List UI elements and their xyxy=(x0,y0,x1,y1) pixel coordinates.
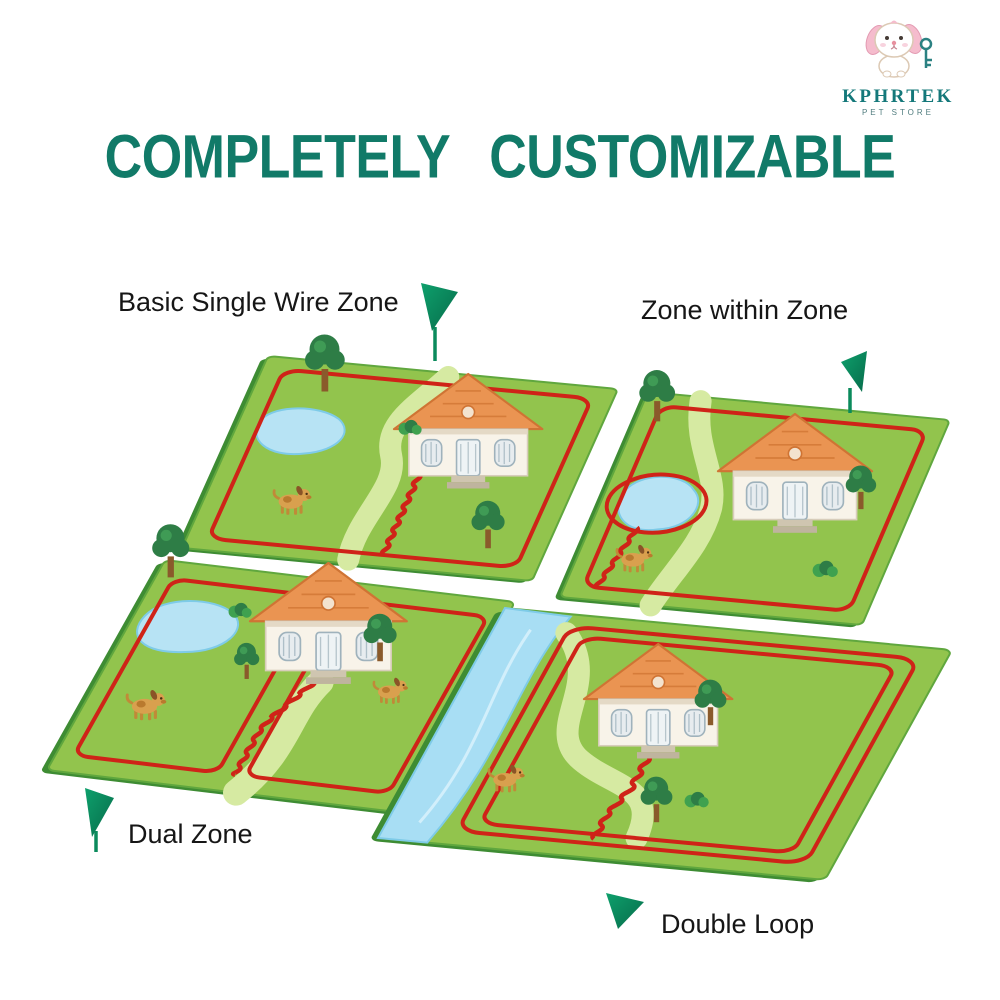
walkway xyxy=(236,679,321,795)
label-basic-single-wire-zone: Basic Single Wire Zone xyxy=(118,287,399,317)
twisted-wire-feed xyxy=(591,756,651,840)
twisted-wire-feed xyxy=(381,474,421,555)
twisted-wire-feed xyxy=(233,678,316,778)
flag-icon xyxy=(421,283,458,361)
flag-icon xyxy=(85,788,114,852)
river-highlight xyxy=(419,629,535,823)
right-zone-wire-loop xyxy=(245,599,488,793)
logo-tagline-text: PET STORE xyxy=(861,108,935,117)
pond-icon xyxy=(126,596,249,658)
walkway xyxy=(614,401,756,607)
left-zone-wire-loop xyxy=(74,579,317,773)
river-icon xyxy=(378,608,572,844)
pond-icon xyxy=(247,405,354,458)
walkway xyxy=(462,633,740,838)
label-dual-zone: Dual Zone xyxy=(128,819,253,849)
outer-wire-loop xyxy=(457,626,919,863)
logo-brand-text: KPHRTEK xyxy=(842,86,954,107)
flag-icon xyxy=(841,351,867,413)
store-logo: KPHRTEK PET STORE xyxy=(820,10,976,117)
flag-icon xyxy=(606,893,644,929)
boundary-wire-loop xyxy=(208,370,592,568)
label-double-loop: Double Loop xyxy=(661,909,815,939)
flag-markers xyxy=(85,283,867,929)
pond-icon xyxy=(608,474,708,534)
label-zone-within-zone: Zone within Zone xyxy=(641,295,849,325)
twisted-wire-feed xyxy=(595,526,639,589)
logo-dog-icon xyxy=(865,20,933,78)
key-icon xyxy=(919,37,933,68)
page-title: COMPLETELY CUSTOMIZABLE xyxy=(104,123,896,192)
panel-basic-single-wire-zone xyxy=(176,356,618,583)
inner-wire-loop xyxy=(480,637,896,853)
walkway xyxy=(337,374,449,561)
pond-exclusion-wire-loop xyxy=(596,470,717,536)
